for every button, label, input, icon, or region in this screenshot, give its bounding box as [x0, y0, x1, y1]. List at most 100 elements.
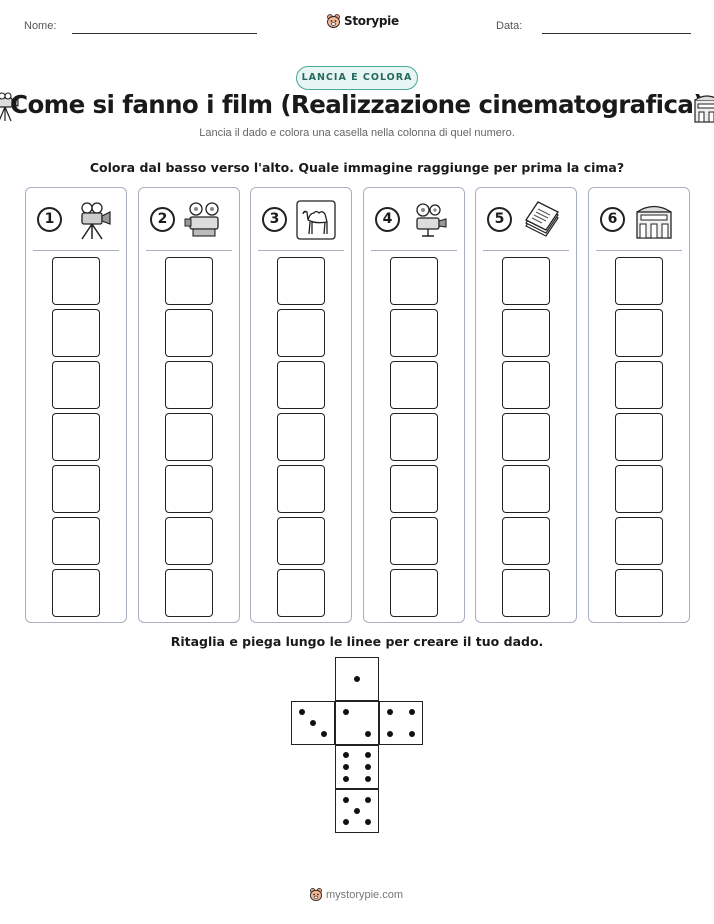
brand-logo: Storypie	[326, 13, 399, 29]
brand-name: Storypie	[344, 14, 399, 28]
column-divider	[146, 250, 232, 251]
color-cell[interactable]	[52, 517, 100, 565]
color-cell[interactable]	[502, 465, 550, 513]
color-cell[interactable]	[52, 361, 100, 409]
column-header: 4	[364, 188, 464, 250]
column-6: 6	[588, 187, 690, 623]
color-cell[interactable]	[615, 413, 663, 461]
column-header: 5	[476, 188, 576, 250]
column-number: 4	[375, 207, 400, 232]
color-cell[interactable]	[390, 569, 438, 617]
column-header: 2	[139, 188, 239, 250]
date-line	[542, 33, 691, 34]
dice-instruction: Ritaglia e piega lungo le linee per crea…	[170, 634, 544, 649]
page-title: Come si fanno i film (Realizzazione cine…	[10, 90, 704, 119]
color-cell[interactable]	[52, 569, 100, 617]
color-cell[interactable]	[390, 465, 438, 513]
color-cell[interactable]	[615, 569, 663, 617]
die-face-bottom	[335, 789, 379, 833]
color-cell[interactable]	[165, 569, 213, 617]
color-cell[interactable]	[165, 465, 213, 513]
die-pip	[299, 709, 305, 715]
column-number: 6	[600, 207, 625, 232]
camera-tripod-icon	[0, 92, 19, 122]
color-cell[interactable]	[502, 309, 550, 357]
color-cell[interactable]	[277, 569, 325, 617]
color-cell[interactable]	[277, 413, 325, 461]
date-label: Data:	[496, 20, 523, 32]
color-cell[interactable]	[165, 257, 213, 305]
die-pip	[365, 731, 371, 737]
die-pip	[365, 819, 371, 825]
storypie-mascot-icon	[327, 14, 340, 28]
column-number: 2	[150, 207, 175, 232]
color-cell[interactable]	[615, 257, 663, 305]
die-pip	[321, 731, 327, 737]
color-cell[interactable]	[615, 309, 663, 357]
die-pip	[354, 676, 360, 682]
column-2: 2	[138, 187, 240, 623]
color-cell[interactable]	[390, 517, 438, 565]
die-pip	[365, 797, 371, 803]
color-cell[interactable]	[277, 309, 325, 357]
die-pip	[343, 819, 349, 825]
die-pip	[354, 808, 360, 814]
column-header: 3	[251, 188, 351, 250]
column-3: 3	[250, 187, 352, 623]
color-cell[interactable]	[277, 257, 325, 305]
die-pip	[365, 752, 371, 758]
color-cell[interactable]	[277, 361, 325, 409]
page-subtitle: Lancia il dado e colora una casella nell…	[199, 127, 515, 139]
die-pip	[343, 797, 349, 803]
column-header: 1	[26, 188, 126, 250]
color-cell[interactable]	[502, 517, 550, 565]
color-cell[interactable]	[502, 569, 550, 617]
color-cell[interactable]	[165, 309, 213, 357]
color-cell[interactable]	[615, 517, 663, 565]
color-cell[interactable]	[165, 413, 213, 461]
name-line	[72, 33, 257, 34]
color-cell[interactable]	[502, 257, 550, 305]
die-face-lower	[335, 745, 379, 789]
film-projector-icon	[184, 202, 219, 237]
color-cell[interactable]	[277, 517, 325, 565]
die-pip	[343, 764, 349, 770]
die-pip	[310, 720, 316, 726]
color-cell[interactable]	[52, 257, 100, 305]
color-cell[interactable]	[502, 413, 550, 461]
color-cell[interactable]	[52, 413, 100, 461]
column-1: 1	[25, 187, 127, 623]
die-pip	[365, 764, 371, 770]
color-cell[interactable]	[52, 309, 100, 357]
storypie-mascot-icon	[309, 888, 323, 901]
column-number: 1	[37, 207, 62, 232]
color-cell[interactable]	[52, 465, 100, 513]
script-pages-icon	[525, 201, 559, 237]
die-pip	[343, 709, 349, 715]
color-cell[interactable]	[502, 361, 550, 409]
die-pip	[387, 731, 393, 737]
color-cell[interactable]	[277, 465, 325, 513]
color-cell[interactable]	[390, 309, 438, 357]
color-cell[interactable]	[390, 413, 438, 461]
die-face-top	[335, 657, 379, 701]
color-cell[interactable]	[615, 465, 663, 513]
film-projector-icon	[416, 203, 447, 237]
coloring-instruction: Colora dal basso verso l'alto. Quale imm…	[89, 160, 625, 175]
column-5: 5	[475, 187, 577, 623]
color-cell[interactable]	[390, 257, 438, 305]
color-cell[interactable]	[615, 361, 663, 409]
cinema-building-icon	[636, 205, 672, 239]
activity-badge: LANCIA E COLORA	[296, 66, 418, 90]
column-divider	[33, 250, 119, 251]
die-pip	[343, 776, 349, 782]
column-4: 4	[363, 187, 465, 623]
footer-url[interactable]: mystorypie.com	[326, 888, 404, 901]
column-divider	[371, 250, 457, 251]
color-cell[interactable]	[165, 517, 213, 565]
color-cell[interactable]	[390, 361, 438, 409]
color-cell[interactable]	[165, 361, 213, 409]
die-pip	[365, 776, 371, 782]
column-header: 6	[589, 188, 689, 250]
column-divider	[596, 250, 682, 251]
